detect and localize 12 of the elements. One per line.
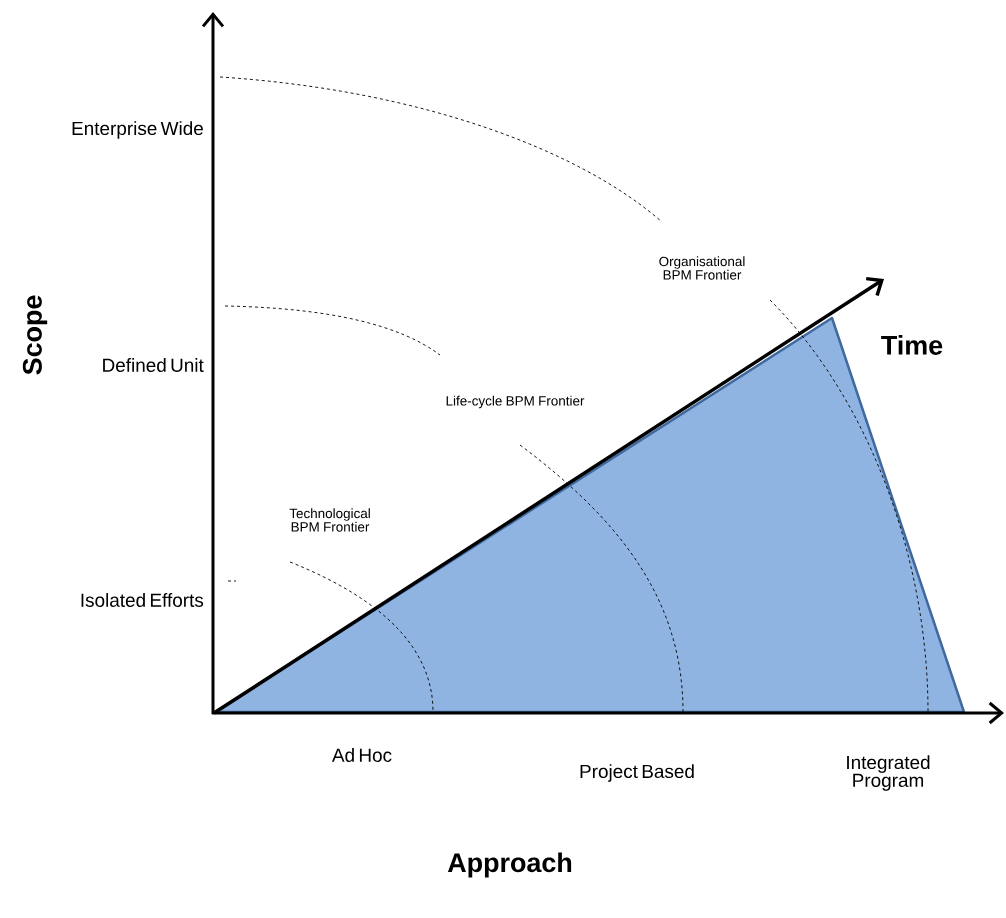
axis-title: Time	[881, 335, 943, 355]
scale-label: Isolated Efforts	[81, 593, 204, 607]
axis-title: Scope	[22, 295, 48, 375]
scale-label: Defined Unit	[103, 358, 204, 372]
frontier-label: Organisational BPM Frontier	[659, 256, 745, 280]
scale-label: Project Based	[580, 764, 694, 782]
scale-label: Enterprise Wide	[72, 121, 203, 139]
frontier-label: Technological BPM Frontier	[289, 508, 370, 532]
axis-title: Approach	[447, 852, 572, 878]
frontier-label: Life-cycle BPM Frontier	[446, 395, 585, 409]
scale-label: Integrated Program	[847, 755, 930, 791]
scale-label: Ad Hoc	[331, 748, 392, 762]
